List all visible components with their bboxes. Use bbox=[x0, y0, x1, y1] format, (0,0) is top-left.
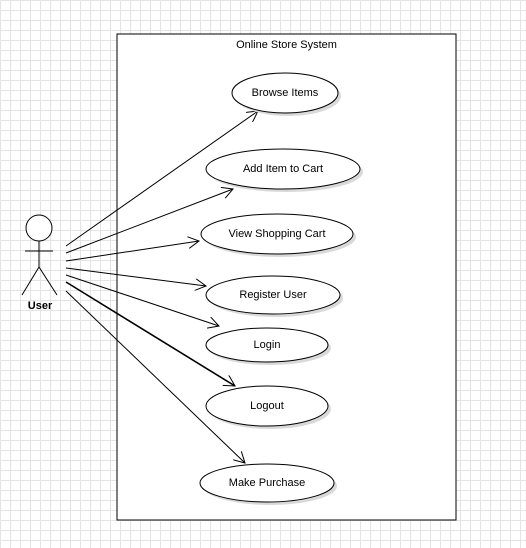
use-case-label: Login bbox=[254, 339, 281, 351]
association-arrow-register[interactable] bbox=[65, 267, 206, 286]
use-case-label: View Shopping Cart bbox=[228, 228, 325, 240]
use-case-ellipse bbox=[205, 385, 329, 427]
use-case-ellipse bbox=[200, 213, 354, 255]
use-case-ellipse bbox=[205, 327, 329, 363]
associations bbox=[65, 111, 258, 463]
association-arrow-browse[interactable] bbox=[65, 111, 258, 247]
use-case-browse-items[interactable]: Browse Items bbox=[231, 72, 341, 116]
association-arrow-add-cart[interactable] bbox=[65, 189, 233, 254]
use-case-ellipse bbox=[205, 275, 341, 315]
association-arrow-purchase[interactable] bbox=[65, 290, 245, 463]
use-case-label: Logout bbox=[250, 400, 284, 412]
use-cases: Browse Items Add Item to Cart View Shopp… bbox=[199, 72, 363, 505]
use-case-label: Add Item to Cart bbox=[243, 163, 323, 175]
actor-left-leg bbox=[21, 266, 40, 296]
use-case-ellipse bbox=[199, 463, 335, 503]
use-case-make-purchase[interactable]: Make Purchase bbox=[199, 463, 337, 505]
use-case-add-item-to-cart[interactable]: Add Item to Cart bbox=[205, 148, 363, 192]
association-arrow-login[interactable] bbox=[65, 274, 219, 326]
use-case-label: Register User bbox=[239, 289, 307, 301]
use-case-ellipse bbox=[231, 72, 339, 114]
use-case-label: Browse Items bbox=[252, 87, 319, 99]
actor-right-leg bbox=[38, 266, 58, 296]
use-case-register-user[interactable]: Register User bbox=[205, 275, 343, 317]
use-case-logout[interactable]: Logout bbox=[205, 385, 331, 429]
actor-user[interactable]: User bbox=[21, 214, 58, 312]
actor-head bbox=[25, 214, 53, 242]
association-arrow-view-cart[interactable] bbox=[65, 241, 199, 262]
use-case-view-shopping-cart[interactable]: View Shopping Cart bbox=[200, 213, 356, 257]
use-case-ellipse bbox=[205, 148, 361, 190]
use-case-label: Make Purchase bbox=[229, 477, 305, 489]
use-case-login[interactable]: Login bbox=[205, 327, 331, 365]
system-title: Online Store System bbox=[236, 39, 337, 51]
actor-label: User bbox=[28, 300, 53, 312]
association-arrow-logout[interactable] bbox=[65, 281, 235, 387]
